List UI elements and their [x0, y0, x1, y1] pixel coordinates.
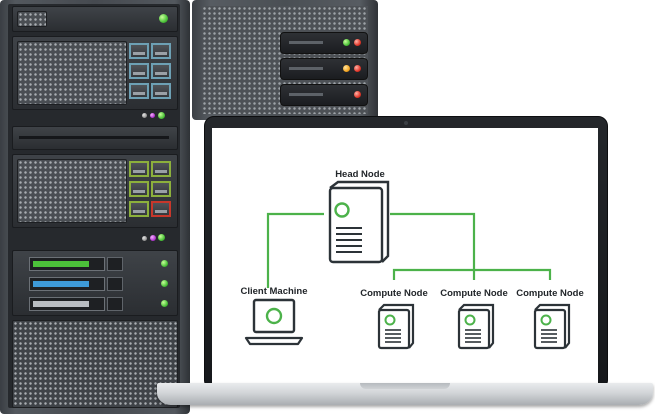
drive-bay — [151, 83, 171, 99]
status-led — [158, 112, 165, 119]
status-led — [354, 65, 361, 72]
drive-bay — [129, 201, 149, 217]
server-tower — [192, 0, 378, 120]
drive-bay — [151, 63, 171, 79]
client-machine-icon — [244, 298, 304, 346]
status-led — [343, 39, 350, 46]
compute-node-label: Compute Node — [440, 288, 508, 299]
status-led — [161, 260, 168, 267]
status-led — [343, 65, 350, 72]
status-led — [150, 113, 155, 118]
head-node-label: Head Node — [335, 169, 385, 180]
drive-bay — [151, 161, 171, 177]
drive-array-2 — [12, 154, 178, 228]
drive-bay — [129, 43, 149, 59]
cluster-diagram: Head Node Client Machine Compute Node Com… — [240, 169, 584, 350]
bottom-vent-grille — [12, 320, 178, 408]
compute-node-icon — [457, 303, 495, 350]
client-machine-label: Client Machine — [240, 286, 307, 297]
compute-node-icon — [533, 303, 571, 350]
compute-node-label: Compute Node — [516, 288, 584, 299]
rail-panel — [12, 126, 178, 150]
status-led — [142, 113, 147, 118]
rack-top-panel — [12, 6, 178, 32]
progress-bar — [29, 257, 105, 271]
connector-compute-bus — [392, 268, 552, 280]
drive-array-1 — [12, 36, 178, 110]
tower-drive — [280, 32, 368, 54]
drive-bay — [129, 63, 149, 79]
compute-node-label: Compute Node — [360, 288, 428, 299]
vent-grille — [17, 41, 127, 105]
status-led — [354, 39, 361, 46]
status-led — [150, 235, 156, 241]
laptop-base — [157, 383, 653, 405]
status-led — [142, 236, 147, 241]
status-led — [161, 280, 168, 287]
connector-head-client — [266, 212, 324, 288]
tower-drive — [280, 84, 368, 106]
drive-bay — [151, 181, 171, 197]
status-led — [354, 91, 361, 98]
tower-drive — [280, 58, 368, 80]
laptop-notch — [360, 383, 450, 389]
drive-bay — [151, 43, 171, 59]
progress-bar — [29, 297, 105, 311]
status-led — [158, 234, 165, 241]
vent-grille — [17, 11, 47, 27]
progress-bar — [29, 277, 105, 291]
drive-bay-fault — [151, 201, 171, 217]
connector-head-compute — [390, 212, 476, 270]
webcam — [404, 121, 408, 125]
storage-bar-unit — [12, 250, 178, 316]
compute-node-icon — [377, 303, 415, 350]
vent-grille — [17, 159, 127, 223]
head-node-icon — [328, 180, 390, 264]
status-led — [161, 300, 168, 307]
drive-bay — [129, 83, 149, 99]
server-rack-left — [0, 0, 190, 414]
drive-bay — [129, 181, 149, 197]
drive-bay — [129, 161, 149, 177]
power-led — [159, 14, 168, 23]
